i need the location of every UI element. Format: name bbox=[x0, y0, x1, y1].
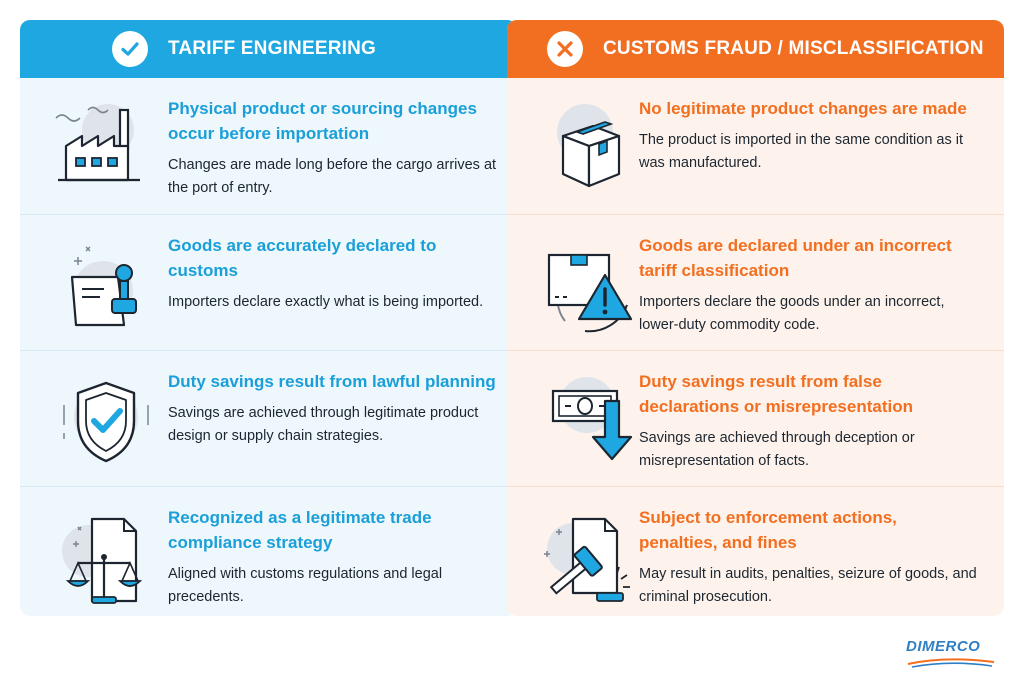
check-icon bbox=[112, 31, 148, 67]
list-item: Duty savings result from lawful planning… bbox=[20, 350, 517, 487]
row-description: Savings are achieved through deception o… bbox=[639, 430, 915, 469]
panel-title: TARIFF ENGINEERING bbox=[168, 38, 377, 59]
row-heading: No legitimate product changes are made bbox=[639, 99, 967, 118]
row-heading: Duty savings result from lawful planning bbox=[168, 372, 496, 391]
shield-check-icon bbox=[48, 361, 158, 476]
row-description: Importers declare exactly what is being … bbox=[168, 294, 484, 310]
money-down-icon bbox=[535, 361, 645, 476]
logo-swoosh-icon bbox=[907, 658, 995, 668]
list-item: Goods are accurately declared to customs… bbox=[20, 214, 517, 351]
row-heading: Duty savings result from false declarati… bbox=[639, 372, 913, 416]
gavel-icon bbox=[535, 497, 645, 612]
dimerco-logo: DIMERCO bbox=[906, 638, 996, 673]
row-heading: Subject to enforcement actions, penaltie… bbox=[639, 508, 897, 552]
list-item: Duty savings result from false declarati… bbox=[507, 350, 1004, 487]
scales-icon bbox=[48, 497, 158, 612]
list-item: Recognized as a legitimate trade complia… bbox=[20, 486, 517, 616]
list-item: Physical product or sourcing changes occ… bbox=[20, 78, 517, 214]
panel-title: CUSTOMS FRAUD / MISCLASSIFICATION bbox=[603, 38, 984, 59]
row-description: Savings are achieved through legitimate … bbox=[168, 405, 479, 444]
row-description: The product is imported in the same cond… bbox=[639, 132, 963, 171]
factory-icon bbox=[48, 88, 158, 203]
customs-fraud-header: CUSTOMS FRAUD / MISCLASSIFICATION bbox=[507, 20, 1004, 78]
row-description: Importers declare the goods under an inc… bbox=[639, 294, 945, 333]
row-description: Changes are made long before the cargo a… bbox=[168, 157, 497, 196]
list-item: No legitimate product changes are made T… bbox=[507, 78, 1004, 214]
list-item: Subject to enforcement actions, penaltie… bbox=[507, 486, 1004, 616]
customs-fraud-panel: CUSTOMS FRAUD / MISCLASSIFICATION No leg… bbox=[507, 20, 1004, 616]
row-heading: Goods are accurately declared to customs bbox=[168, 236, 437, 280]
box-icon bbox=[535, 88, 645, 203]
brand-name: DIMERCO bbox=[906, 638, 981, 655]
tariff-engineering-header: TARIFF ENGINEERING bbox=[20, 20, 517, 78]
list-item: Goods are declared under an incorrect ta… bbox=[507, 214, 1004, 351]
row-heading: Physical product or sourcing changes occ… bbox=[168, 99, 477, 143]
x-icon bbox=[547, 31, 583, 67]
tariff-engineering-panel: TARIFF ENGINEERING Physical product or s… bbox=[20, 20, 517, 616]
row-description: Aligned with customs regulations and leg… bbox=[168, 566, 443, 605]
row-description: May result in audits, penalties, seizure… bbox=[639, 566, 977, 605]
row-heading: Goods are declared under an incorrect ta… bbox=[639, 236, 952, 280]
stamp-icon bbox=[48, 225, 158, 340]
row-heading: Recognized as a legitimate trade complia… bbox=[168, 508, 432, 552]
warning-box-icon bbox=[535, 225, 645, 340]
